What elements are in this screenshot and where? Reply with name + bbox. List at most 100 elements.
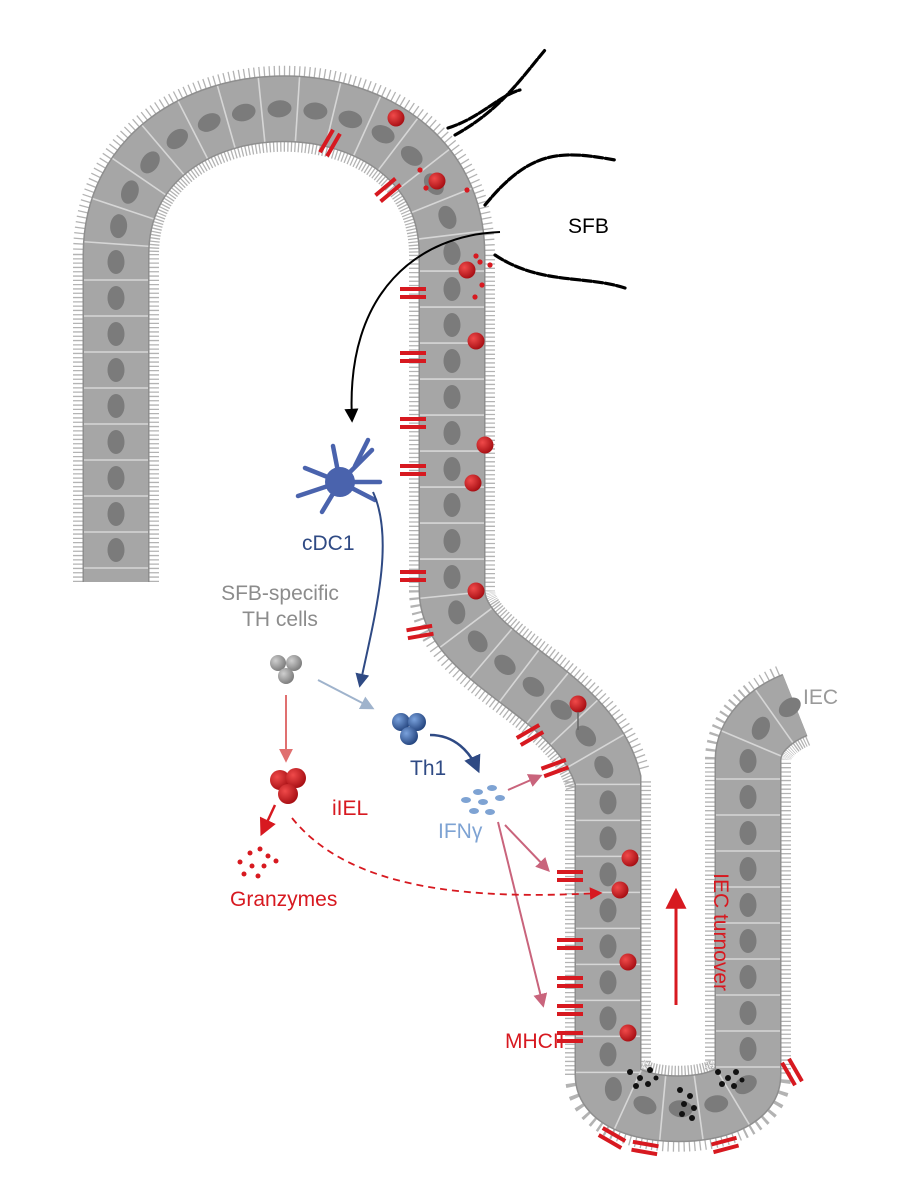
iel-cell xyxy=(387,109,405,127)
iel-cell xyxy=(428,172,446,190)
mhcii-label: MHCII xyxy=(505,1030,565,1053)
nucleus xyxy=(443,565,461,590)
ifng-to-villus-arrow xyxy=(507,774,543,791)
iel-cell xyxy=(467,582,485,600)
iel-cell xyxy=(464,474,482,492)
nucleus xyxy=(494,654,516,675)
nucleus xyxy=(599,898,617,923)
mhcii-receptor-icon xyxy=(557,1004,583,1016)
iel-cell xyxy=(621,849,639,867)
mhcii-receptor-icon xyxy=(540,757,570,779)
nucleus xyxy=(400,145,423,166)
sfb-specific-label: SFB-specific xyxy=(221,582,339,605)
th-cells-label: TH cells xyxy=(242,608,318,631)
nucleus xyxy=(443,493,461,518)
mhcii-receptor-icon xyxy=(597,1126,627,1150)
nucleus xyxy=(107,394,125,418)
ifng-to-mhcii-arrow xyxy=(497,821,548,1008)
nucleus xyxy=(443,457,461,482)
nucleus xyxy=(575,725,597,747)
iiel-label: iIEL xyxy=(332,797,369,820)
nucleus xyxy=(371,125,395,144)
nucleus xyxy=(604,1077,622,1102)
iiel-to-granzymes-arrow xyxy=(259,804,277,837)
iec-turnover-label: IEC turnover xyxy=(709,873,733,992)
nucleus xyxy=(599,1042,617,1067)
nucleus xyxy=(599,970,617,995)
nucleus xyxy=(443,349,461,374)
mhcii-receptor-icon xyxy=(515,723,545,747)
dc-to-th1-arrow xyxy=(355,491,384,688)
granule-icon xyxy=(237,846,279,879)
mhcii-receptor-icon xyxy=(406,623,434,641)
nucleus xyxy=(443,529,461,554)
nucleus xyxy=(599,934,617,959)
nucleus xyxy=(107,538,125,562)
mhcii-receptor-icon xyxy=(710,1135,740,1155)
sfb-label: SFB xyxy=(568,215,609,238)
sfb-filament-icon xyxy=(446,48,627,290)
paneth-granules xyxy=(627,1067,745,1121)
iel-cell xyxy=(569,695,587,713)
nucleus xyxy=(739,785,757,810)
ifng-particles-icon xyxy=(461,785,505,815)
nucleus xyxy=(107,286,125,310)
nucleus xyxy=(107,466,125,490)
nucleus xyxy=(267,100,292,118)
nucleus xyxy=(550,699,572,720)
iel-cell xyxy=(476,436,494,454)
nucleus xyxy=(443,241,461,265)
mhcii-receptor-icon xyxy=(400,464,426,476)
th-to-th1-arrow xyxy=(317,679,375,710)
iel-cell xyxy=(619,1024,637,1042)
nucleus xyxy=(107,358,125,382)
nucleus xyxy=(443,277,461,302)
nucleus xyxy=(467,630,488,653)
nucleus xyxy=(522,676,545,697)
nucleus xyxy=(338,110,363,129)
nucleus xyxy=(120,180,139,204)
nucleus xyxy=(739,965,757,990)
mhcii-receptors xyxy=(318,128,804,1157)
epithelial-cells xyxy=(84,77,801,1140)
iel-cell xyxy=(458,261,476,279)
nucleus xyxy=(166,128,188,150)
iec-label: IEC xyxy=(803,686,839,709)
mhcii-receptor-icon xyxy=(557,938,583,950)
mhcii-receptor-icon xyxy=(318,128,342,158)
iel-cell xyxy=(467,332,485,350)
nucleus xyxy=(599,826,617,851)
epithelial-iel-dots xyxy=(387,109,639,1042)
th1-cell-cluster-icon xyxy=(392,713,426,745)
nucleus xyxy=(140,151,160,174)
iel-cell xyxy=(619,953,637,971)
mhcii-receptor-icon xyxy=(374,177,402,203)
nucleus xyxy=(443,385,461,410)
mhcii-receptor-icon xyxy=(557,976,583,988)
t-cell-cluster-icon xyxy=(270,655,302,684)
mhcii-receptor-icon xyxy=(557,870,583,882)
dendritic-cell-icon xyxy=(295,437,383,515)
nucleus xyxy=(599,862,617,887)
nucleus xyxy=(599,790,617,815)
mhcii-receptor-icon xyxy=(631,1139,659,1157)
iel-cell xyxy=(611,881,629,899)
nucleus xyxy=(739,821,757,846)
nucleus xyxy=(739,929,757,954)
nucleus xyxy=(599,1006,617,1031)
granzymes-label: Granzymes xyxy=(230,888,338,911)
mhcii-receptor-icon xyxy=(400,570,426,582)
mhcii-receptor-icon xyxy=(780,1057,804,1087)
th1-label: Th1 xyxy=(410,757,447,780)
ifng-label: IFNγ xyxy=(438,820,483,843)
mhcii-receptor-icon xyxy=(400,351,426,363)
iiel-cell-cluster-icon xyxy=(270,768,306,804)
nucleus xyxy=(110,214,128,239)
mhcii-receptor-icon xyxy=(557,1031,583,1043)
cdc1-label: cDC1 xyxy=(302,532,355,555)
sfb-to-dc-arrow xyxy=(344,231,501,423)
nucleus xyxy=(231,103,256,122)
nucleus xyxy=(751,716,770,740)
nucleus xyxy=(594,755,614,779)
